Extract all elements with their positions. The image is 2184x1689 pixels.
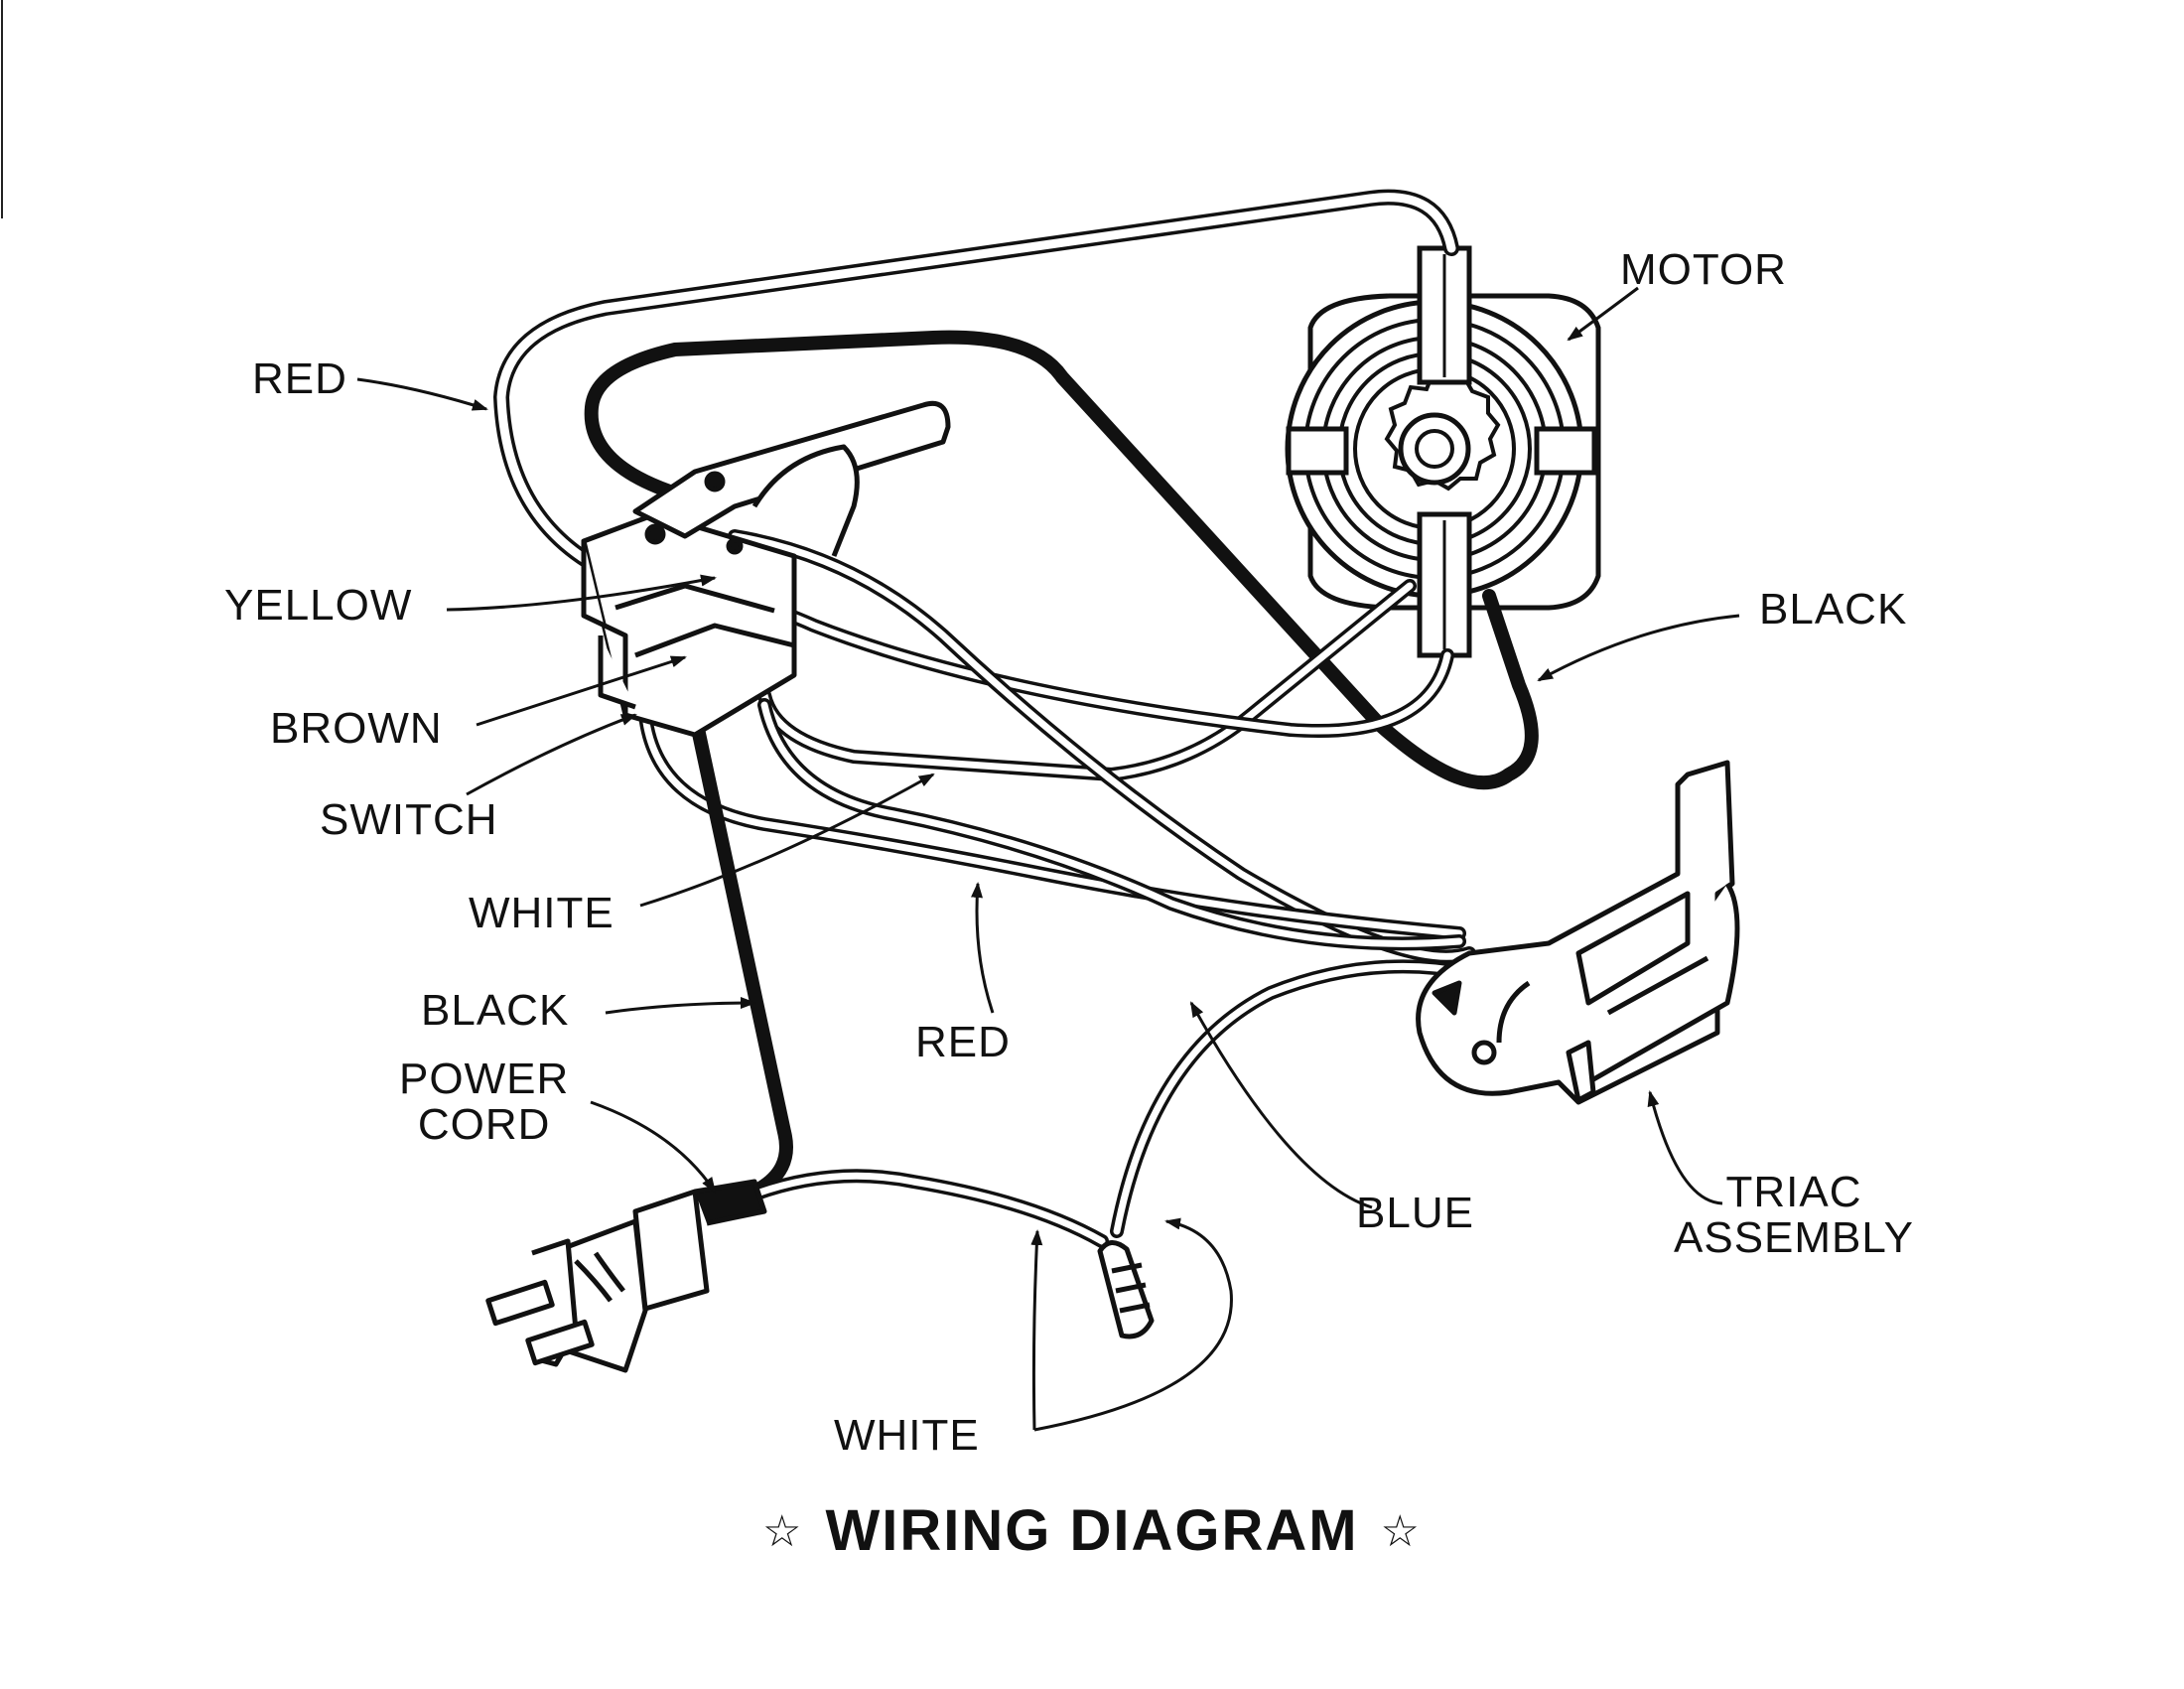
label-power-cord: POWER CORD <box>399 1056 569 1148</box>
diagram-title-text: WIRING DIAGRAM <box>825 1498 1359 1563</box>
label-switch: SWITCH <box>320 795 498 844</box>
label-triac-assembly: TRIAC ASSEMBLY <box>1674 1168 1914 1263</box>
power-plug <box>485 1179 767 1373</box>
triac-assembly <box>1416 760 1740 1105</box>
leader-lines <box>356 286 1740 1432</box>
diagram-title: ☆ WIRING DIAGRAM ☆ <box>0 1497 2184 1564</box>
label-black-left: BLACK <box>421 986 570 1035</box>
star-icon: ☆ <box>762 1506 804 1557</box>
label-black-right: BLACK <box>1759 585 1908 633</box>
label-red-top: RED <box>252 354 347 403</box>
label-power-cord-line1: POWER <box>399 1055 570 1103</box>
label-blue: BLUE <box>1356 1189 1474 1237</box>
wire-nut <box>1097 1240 1155 1339</box>
switch <box>581 400 951 738</box>
label-yellow: YELLOW <box>224 581 413 630</box>
label-power-cord-line2: CORD <box>417 1100 551 1150</box>
label-motor: MOTOR <box>1620 245 1787 294</box>
label-triac-line2: ASSEMBLY <box>1674 1213 1914 1263</box>
label-white-left: WHITE <box>469 889 614 937</box>
star-icon: ☆ <box>1380 1506 1422 1557</box>
label-triac-line1: TRIAC <box>1725 1168 1862 1216</box>
wires <box>492 189 1539 1248</box>
motor <box>1285 245 1601 658</box>
label-red-bottom: RED <box>915 1018 1011 1066</box>
label-brown: BROWN <box>270 704 443 753</box>
label-white-bottom: WHITE <box>834 1411 980 1460</box>
